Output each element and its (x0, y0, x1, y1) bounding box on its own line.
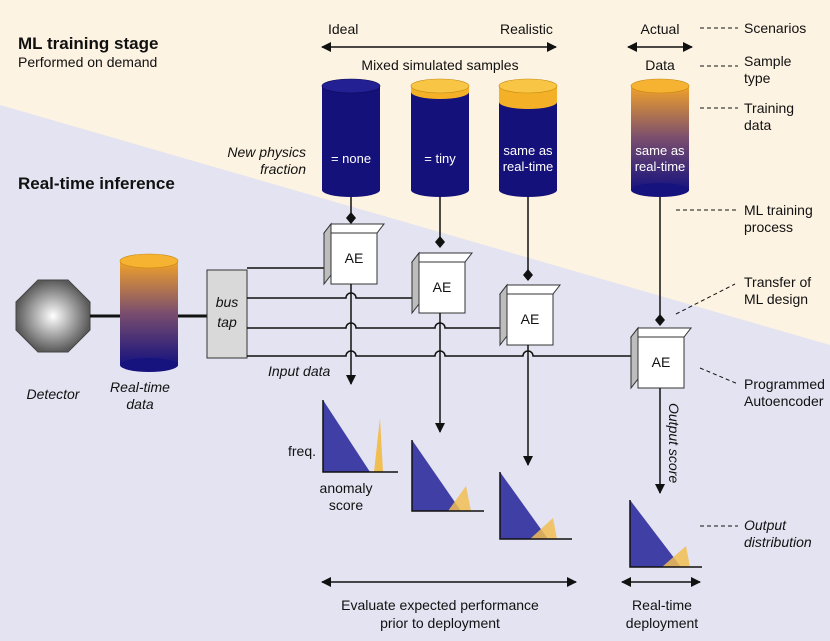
histogram-deployed (629, 500, 702, 568)
histogram-tiny (411, 440, 484, 512)
scenario-ideal-label: Ideal (328, 21, 358, 37)
ae-label-deployed: AE (652, 354, 671, 370)
detector-icon (15, 279, 91, 353)
ae-block-ideal: AE (322, 222, 386, 286)
cylinder-tiny-label: = tiny (424, 151, 456, 166)
right-annotations: Scenarios Sample type Training data ML t… (675, 20, 825, 550)
label-output-dist-1: Output (744, 517, 787, 533)
data-sample-label: Data (645, 57, 675, 73)
connector-diamonds (346, 212, 665, 326)
deploy-label-1: Real-time (632, 597, 692, 613)
histogram-ideal (322, 400, 398, 473)
cylinder-tiny: = tiny (410, 78, 470, 197)
scenario-realistic-label: Realistic (500, 21, 553, 37)
ae-block-deployed: AE (629, 326, 693, 390)
cylinder-actual-label-1: same as (635, 143, 685, 158)
inference-stage-title: Real-time inference (18, 174, 175, 193)
mixed-samples-label: Mixed simulated samples (361, 57, 518, 73)
hist-xlabel-2: score (329, 497, 363, 513)
realtime-data-cylinder (119, 253, 179, 372)
cylinder-ideal-label: = none (331, 151, 371, 166)
training-stage-subtitle: Performed on demand (18, 54, 157, 70)
label-transfer-2: ML design (744, 291, 808, 307)
label-ml-training-2: process (744, 219, 793, 235)
evaluate-label-1: Evaluate expected performance (341, 597, 539, 613)
hist-xlabel-1: anomaly (320, 480, 373, 496)
bus-tap-box (206, 269, 248, 359)
scenario-actual-label: Actual (641, 21, 680, 37)
label-transfer-1: Transfer of (744, 274, 811, 290)
hist-ylabel: freq. (288, 443, 316, 459)
new-physics-label-line1: New physics (227, 144, 306, 160)
training-stage-title: ML training stage (18, 34, 158, 53)
cylinder-realistic-label-2: real-time (503, 159, 554, 174)
output-score-label: Output score (666, 403, 682, 483)
ae-block-realistic: AE (498, 283, 562, 347)
histogram-realistic (499, 472, 572, 540)
bus-tap-label-1: bus (216, 294, 239, 310)
ae-label-realistic: AE (521, 311, 540, 327)
bus-tap-label-2: tap (217, 314, 237, 330)
realtime-data-label-1: Real-time (110, 379, 170, 395)
label-programmed-2: Autoencoder (744, 393, 824, 409)
label-programmed-1: Programmed (744, 376, 825, 392)
ae-label-ideal: AE (345, 250, 364, 266)
label-ml-training-1: ML training (744, 202, 813, 218)
detector-label: Detector (27, 386, 81, 402)
cylinder-ideal: = none (321, 78, 381, 197)
cylinder-actual-label-2: real-time (635, 159, 686, 174)
output-arrows (346, 284, 665, 494)
new-physics-label-line2: fraction (260, 161, 306, 177)
label-sample-type-2: type (744, 70, 771, 86)
evaluate-label-2: prior to deployment (380, 615, 500, 631)
ae-block-tiny: AE (410, 251, 474, 315)
realtime-data-label-2: data (126, 396, 153, 412)
cylinder-realistic-label-1: same as (503, 143, 553, 158)
input-data-label: Input data (268, 363, 330, 379)
deploy-label-2: deployment (626, 615, 698, 631)
cylinder-actual: same as real-time (630, 78, 690, 197)
cylinder-realistic: same as real-time (498, 78, 558, 197)
label-scenarios: Scenarios (744, 20, 806, 36)
label-output-dist-2: distribution (744, 534, 812, 550)
label-training-data-1: Training (744, 100, 794, 116)
ae-label-tiny: AE (433, 279, 452, 295)
label-sample-type-1: Sample (744, 53, 792, 69)
label-training-data-2: data (744, 117, 771, 133)
